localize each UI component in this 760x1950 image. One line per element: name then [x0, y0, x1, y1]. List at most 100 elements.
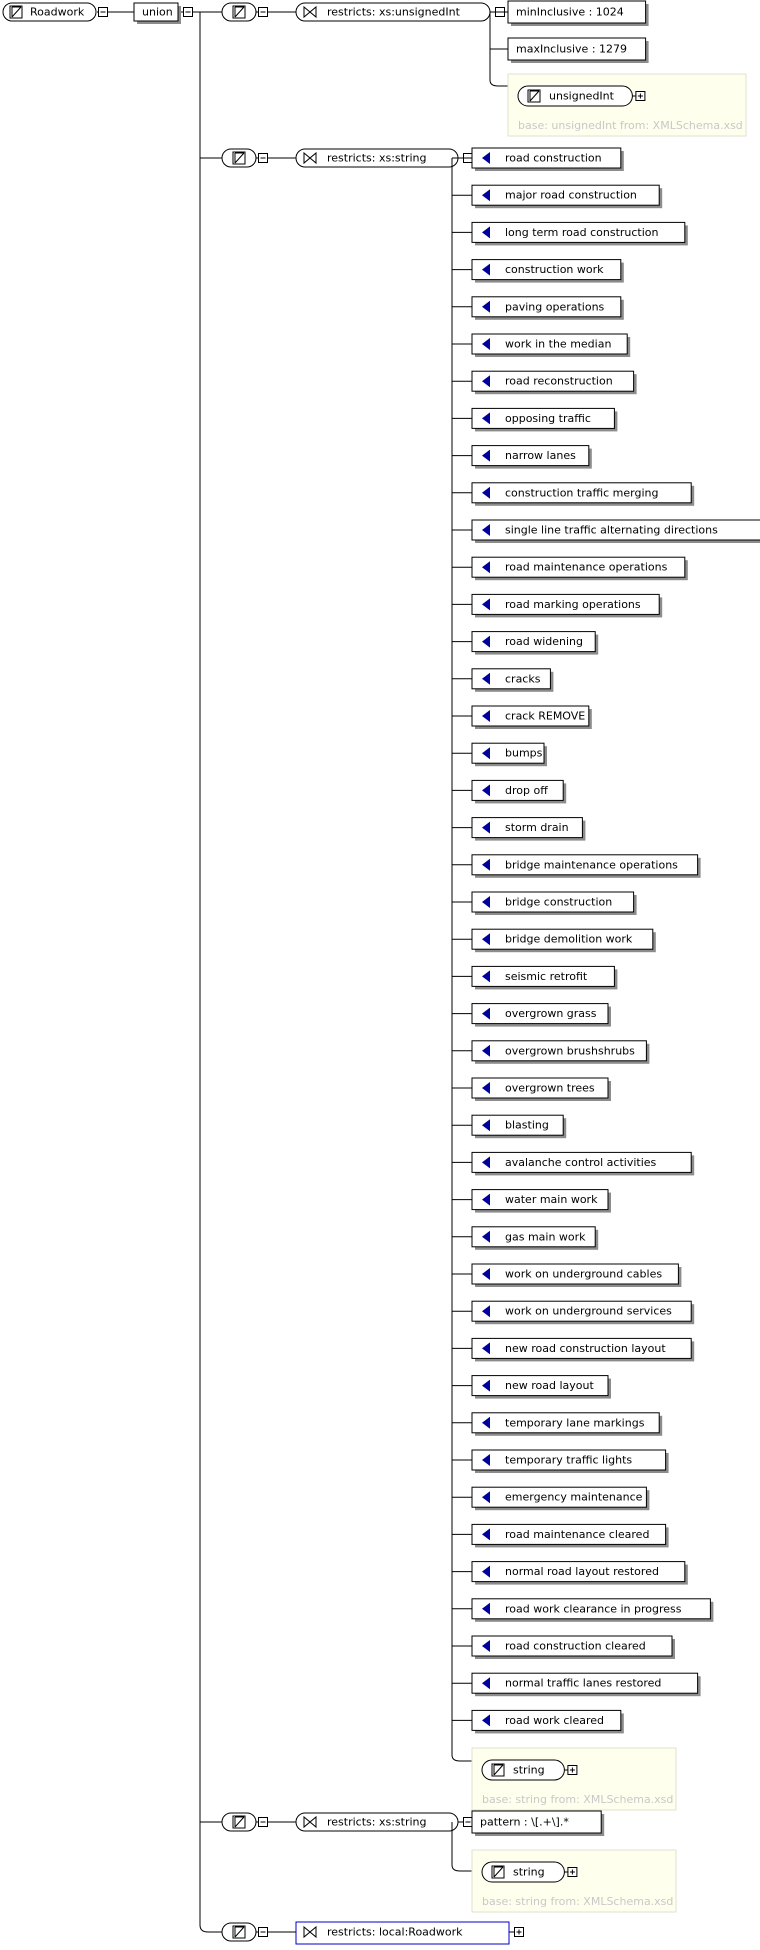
branch-4-collapse-icon[interactable]	[258, 1927, 268, 1937]
enumeration-label: road marking operations	[505, 598, 641, 611]
enumeration-label: overgrown trees	[505, 1082, 595, 1095]
enumeration-item[interactable]	[471, 1337, 695, 1362]
enumeration-item[interactable]	[471, 147, 624, 171]
enumeration-item[interactable]	[471, 556, 688, 581]
enumeration-item[interactable]	[471, 779, 567, 804]
branch-2-simple-type[interactable]	[221, 148, 257, 168]
branch-1-base-type-label: unsignedInt	[549, 90, 615, 103]
branch-3-restriction[interactable]	[295, 1812, 459, 1832]
enumeration-item[interactable]	[471, 1635, 675, 1659]
enumeration-item[interactable]	[471, 221, 688, 246]
enumeration-item[interactable]	[471, 1114, 567, 1139]
enumeration-item[interactable]	[471, 1375, 611, 1399]
enumeration-label: work on underground services	[505, 1305, 672, 1318]
enumeration-item[interactable]	[471, 668, 554, 692]
enumeration-item[interactable]	[471, 482, 695, 506]
branch-3-restriction-label: restricts: xs:string	[327, 1816, 427, 1829]
enumeration-item[interactable]	[471, 333, 631, 357]
enumeration-item[interactable]	[471, 1077, 611, 1101]
enumeration-item[interactable]	[471, 1300, 695, 1325]
enumeration-label: road maintenance operations	[505, 561, 668, 574]
enumeration-label: emergency maintenance	[505, 1491, 643, 1504]
enumeration-item[interactable]	[471, 593, 663, 618]
root-collapse-icon[interactable]	[98, 7, 108, 17]
union-node[interactable]	[133, 2, 181, 24]
enumeration-item[interactable]	[471, 296, 624, 320]
enumeration-item[interactable]	[471, 407, 618, 432]
enumeration-item[interactable]	[471, 370, 637, 395]
enumeration-item[interactable]	[471, 1263, 682, 1287]
enumeration-item[interactable]	[471, 1523, 669, 1548]
enumeration-item[interactable]	[471, 1561, 688, 1585]
branch-3-facet-1[interactable]	[471, 1810, 605, 1836]
branch-3-base-type-label: string	[513, 1866, 545, 1879]
enumeration-item[interactable]	[471, 1189, 611, 1213]
enumeration-item[interactable]	[471, 1003, 611, 1027]
enumeration-item[interactable]	[471, 928, 656, 953]
branch-2-base-expand-icon[interactable]	[567, 1765, 578, 1775]
enum-arrow-icon	[482, 933, 490, 946]
enumeration-item[interactable]	[471, 631, 599, 655]
enum-arrow-icon	[482, 1119, 490, 1132]
enumeration-item[interactable]	[471, 519, 760, 543]
branch-1-facet-1[interactable]	[507, 0, 649, 26]
enum-arrow-icon	[482, 1007, 490, 1020]
branch-1-simple-type[interactable]	[221, 2, 257, 22]
enum-arrow-icon	[482, 1640, 490, 1652]
root-type-node[interactable]	[2, 2, 97, 22]
enum-arrow-icon	[482, 524, 490, 536]
branch-3-base-type[interactable]	[481, 1861, 565, 1883]
enumeration-item[interactable]	[471, 1449, 669, 1473]
enumeration-label: paving operations	[505, 300, 605, 313]
branch-3-base-panel	[471, 1849, 677, 1913]
enumeration-label: bumps	[505, 747, 543, 760]
enumeration-item[interactable]	[471, 742, 547, 767]
connector-line	[451, 1754, 472, 1762]
enumeration-item[interactable]	[471, 259, 624, 283]
enumeration-label: new road construction layout	[505, 1342, 666, 1355]
branch-3-collapse-icon[interactable]	[258, 1817, 268, 1827]
branch-4-expand-icon[interactable]	[514, 1927, 524, 1937]
branch-1-facet-1-label: minInclusive : 1024	[516, 6, 624, 19]
enumeration-label: storm drain	[505, 821, 569, 834]
enumeration-item[interactable]	[471, 1486, 650, 1511]
branch-4-restriction[interactable]	[295, 1921, 510, 1945]
enum-arrow-icon	[482, 747, 490, 760]
enumeration-item[interactable]	[471, 445, 592, 469]
branch-4-simple-type[interactable]	[221, 1922, 257, 1942]
enumeration-item[interactable]	[471, 1226, 599, 1250]
enumeration-item[interactable]	[471, 1598, 714, 1622]
enumeration-item[interactable]	[471, 854, 701, 878]
branch-2-base-type[interactable]	[481, 1759, 565, 1781]
enumeration-item[interactable]	[471, 817, 586, 841]
enumeration-item[interactable]	[471, 1040, 650, 1064]
enum-arrow-icon	[482, 672, 490, 685]
enumeration-label: road work cleared	[505, 1714, 604, 1727]
branch-3-base-expand-icon[interactable]	[567, 1867, 578, 1877]
union-collapse-icon[interactable]	[183, 7, 193, 17]
enumeration-item[interactable]	[471, 705, 592, 729]
branch-1-collapse-icon[interactable]	[258, 7, 268, 17]
branch-1-base-caption: base: unsignedInt from: XMLSchema.xsd	[518, 119, 743, 132]
enumeration-item[interactable]	[471, 1412, 663, 1436]
branch-1-base-expand-icon[interactable]	[635, 91, 646, 101]
enumeration-label: construction traffic merging	[505, 486, 658, 499]
enumeration-item[interactable]	[471, 891, 637, 915]
branch-3-collapse-icon[interactable]	[463, 1817, 473, 1827]
enumeration-label: temporary traffic lights	[505, 1454, 632, 1467]
enumeration-label: drop off	[505, 784, 548, 797]
enumeration-item[interactable]	[471, 1672, 701, 1697]
enumeration-label: blasting	[505, 1119, 549, 1132]
enum-arrow-icon	[482, 1156, 490, 1169]
branch-3-simple-type[interactable]	[221, 1812, 257, 1832]
enumeration-item[interactable]	[471, 965, 618, 990]
enum-arrow-icon	[482, 1379, 490, 1392]
enumeration-item[interactable]	[471, 1151, 695, 1176]
enum-arrow-icon	[482, 300, 490, 313]
branch-2-collapse-icon[interactable]	[258, 153, 268, 163]
enumeration-item[interactable]	[471, 1709, 624, 1734]
enumeration-label: bridge construction	[505, 896, 612, 909]
enumeration-item[interactable]	[471, 184, 663, 209]
enumeration-label: road construction	[505, 152, 602, 165]
branch-1-facet-2[interactable]	[507, 37, 649, 63]
